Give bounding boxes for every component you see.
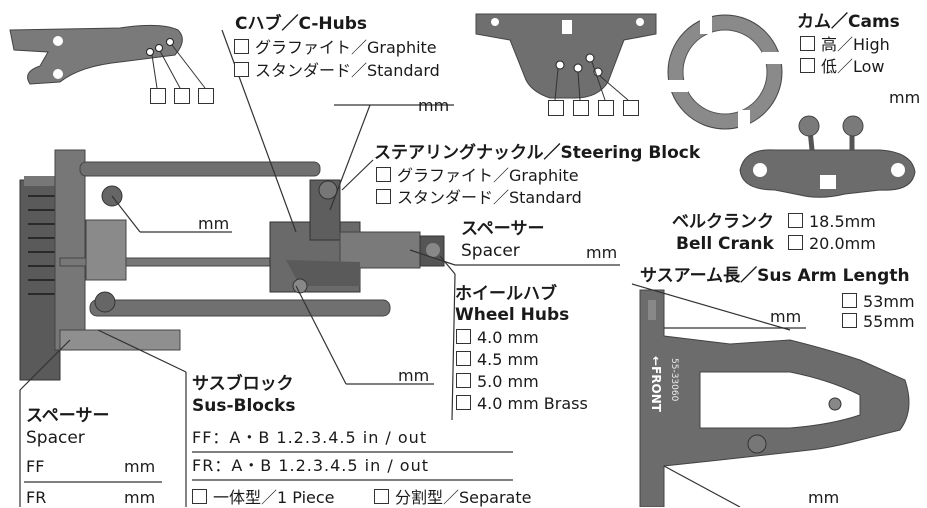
plate-checkbox-2[interactable] xyxy=(573,100,589,116)
steering-title: ステアリングナックル／Steering Block xyxy=(374,143,701,163)
cams-option-low[interactable]: 低／Low xyxy=(800,57,885,77)
knuckle-mm-unit: mm xyxy=(398,366,430,385)
top-middle-plate xyxy=(475,13,657,101)
arm-bottom-mm-unit: mm xyxy=(808,488,840,507)
wheel-hub-option-4-0[interactable]: 4.0 mm xyxy=(456,328,539,348)
plate-checkbox-1[interactable] xyxy=(548,100,564,116)
bellcrank-mm-unit: mm xyxy=(889,88,921,107)
checkbox-icon[interactable] xyxy=(456,373,471,388)
checkbox-icon[interactable] xyxy=(234,62,249,77)
sus-arm-option-53[interactable]: 53mm xyxy=(842,292,915,312)
sus-arm-option-55[interactable]: 55mm xyxy=(842,312,915,332)
checkbox-icon[interactable] xyxy=(842,293,857,308)
bellcrank-option-18-5[interactable]: 18.5mm xyxy=(788,212,876,232)
checkbox-icon[interactable] xyxy=(376,167,391,182)
spacer-label-jp: スペーサー xyxy=(461,219,545,239)
checkbox-icon[interactable] xyxy=(376,189,391,204)
spacer-mm-unit: mm xyxy=(586,243,618,262)
sus-arm-title: サスアーム長／Sus Arm Length xyxy=(640,266,910,286)
sus-arm-mm-unit: mm xyxy=(770,307,802,326)
arm-part-number: 55-33060 xyxy=(669,358,679,402)
wheel-hubs-label-jp: ホイールハブ xyxy=(455,284,557,304)
bell-crank xyxy=(739,115,916,198)
chub-mm-unit: mm xyxy=(418,96,450,115)
ff-block-row: FF：A・B 1.2.3.4.5 in / out xyxy=(192,428,428,447)
bracket-checkbox-2[interactable] xyxy=(174,88,190,104)
checkbox-icon[interactable] xyxy=(800,36,815,51)
spacer2-label-en: Spacer xyxy=(26,428,85,448)
steering-option-graphite[interactable]: グラファイト／Graphite xyxy=(376,166,579,186)
spacer2-ff-label: FF xyxy=(26,457,45,476)
wheel-hub-option-4-5[interactable]: 4.5 mm xyxy=(456,350,539,370)
fr-block-row: FR：A・B 1.2.3.4.5 in / out xyxy=(192,456,430,475)
bellcrank-option-20-0[interactable]: 20.0mm xyxy=(788,234,876,254)
chub-option-graphite[interactable]: グラファイト／Graphite xyxy=(234,38,437,58)
checkbox-icon[interactable] xyxy=(456,395,471,410)
chub-title: Cハブ／C-Hubs xyxy=(235,14,368,34)
bracket-checkbox-1[interactable] xyxy=(150,88,166,104)
cam-ring xyxy=(666,12,784,132)
wheel-hub-option-4-0-brass[interactable]: 4.0 mm Brass xyxy=(456,394,588,414)
linkage-mm-unit: mm xyxy=(198,214,230,233)
spacer2-fr-mm-unit: mm xyxy=(124,488,156,507)
checkbox-icon[interactable] xyxy=(234,39,249,54)
wheel-hubs-label-en: Wheel Hubs xyxy=(455,305,570,325)
cams-title: カム／Cams xyxy=(797,12,900,32)
block-option-one-piece[interactable]: 一体型／1 Piece xyxy=(192,488,335,508)
chub-option-standard[interactable]: スタンダード／Standard xyxy=(234,61,440,81)
plate-checkbox-4[interactable] xyxy=(623,100,639,116)
cams-option-high[interactable]: 高／High xyxy=(800,35,890,55)
wheel-hub-option-5-0[interactable]: 5.0 mm xyxy=(456,372,539,392)
top-left-bracket xyxy=(9,24,206,89)
sus-arm xyxy=(639,289,910,507)
checkbox-icon[interactable] xyxy=(788,213,803,228)
checkbox-icon[interactable] xyxy=(842,313,857,328)
checkbox-icon[interactable] xyxy=(456,351,471,366)
sus-blocks-label-jp: サスブロック xyxy=(192,374,294,394)
arm-front-mark: ←FRONT xyxy=(649,356,663,413)
sus-blocks-label-en: Sus-Blocks xyxy=(192,396,296,416)
spacer2-ff-mm-unit: mm xyxy=(124,457,156,476)
checkbox-icon[interactable] xyxy=(456,329,471,344)
bellcrank-label-en: Bell Crank xyxy=(676,234,774,254)
spacer2-fr-label: FR xyxy=(26,488,47,507)
checkbox-icon[interactable] xyxy=(374,489,389,504)
plate-checkbox-3[interactable] xyxy=(598,100,614,116)
suspension-assembly xyxy=(19,149,445,381)
spacer-label-en: Spacer xyxy=(461,241,520,261)
bracket-checkbox-3[interactable] xyxy=(198,88,214,104)
checkbox-icon[interactable] xyxy=(800,58,815,73)
bellcrank-label-jp: ベルクランク xyxy=(672,212,774,232)
spacer2-label-jp: スペーサー xyxy=(26,406,110,426)
steering-option-standard[interactable]: スタンダード／Standard xyxy=(376,188,582,208)
checkbox-icon[interactable] xyxy=(192,489,207,504)
checkbox-icon[interactable] xyxy=(788,235,803,250)
block-option-separate[interactable]: 分割型／Separate xyxy=(374,488,531,508)
